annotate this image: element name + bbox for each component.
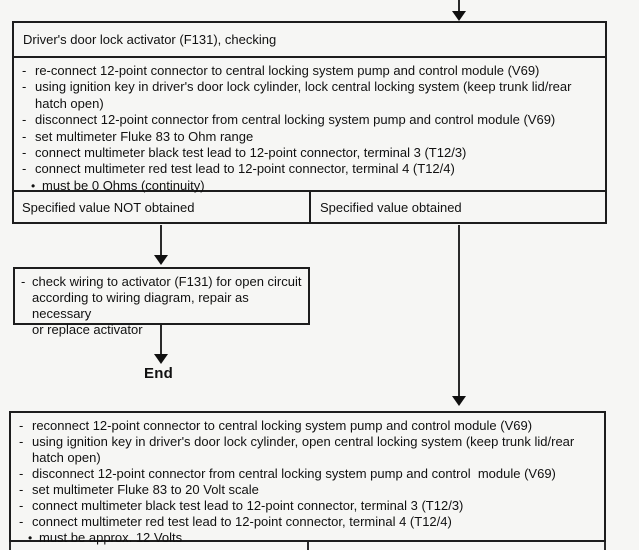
dash-marker: - [22,128,27,144]
dash-marker: - [19,434,24,449]
procedure-step-text: disconnect 12-point connector from centr… [32,466,556,481]
procedure-step: -connect multimeter red test lead to 12-… [22,161,597,177]
decision-label-obtained: Specified value obtained [320,199,462,215]
arrow-down-icon [154,354,168,364]
procedure-step: -using ignition key in driver's door loc… [19,434,596,466]
connector-line-top [458,0,460,12]
procedure-step: -reconnect 12-point connector to central… [19,418,596,434]
expected-result-text: must be approx. 12 Volts [39,530,183,545]
arrow-down-icon [154,255,168,265]
procedure-step: -set multimeter Fluke 83 to 20 Volt scal… [19,482,596,498]
connector-line-right-branch [458,225,460,397]
title-row: Driver's door lock activator (F131), che… [14,23,605,58]
procedure-list: -re-connect 12-point connector to centra… [22,63,597,178]
decision-cell-obtained: Specified value obtained [311,192,605,222]
procedure-step-text: connect multimeter red test lead to 12-p… [32,514,452,529]
dash-marker: - [22,161,27,177]
procedure-step: -connect multimeter black test lead to 1… [19,498,596,514]
decision-row: Specified value NOT obtained Specified v… [14,192,605,222]
procedure-step-text: using ignition key in driver's door lock… [35,79,572,111]
procedure-step-text: set multimeter Fluke 83 to 20 Volt scale [32,482,259,497]
procedure-step: -set multimeter Fluke 83 to Ohm range [22,129,597,145]
procedure-step: -disconnect 12-point connector from cent… [22,112,597,128]
expected-result: • must be approx. 12 Volts [28,530,596,546]
procedure-step-text: reconnect 12-point connector to central … [32,418,533,433]
repair-step-text: check wiring to activator (F131) for ope… [32,274,302,337]
continuity-procedure-cell: -re-connect 12-point connector to centra… [14,58,605,194]
dash-marker: - [21,274,26,289]
dash-marker: - [19,498,24,513]
dash-marker: - [19,482,24,497]
procedure-list: -reconnect 12-point connector to central… [19,418,596,530]
dash-marker: - [22,79,27,95]
arrow-down-icon [452,11,466,21]
procedure-step: -using ignition key in driver's door loc… [22,79,597,112]
procedure-step-text: re-connect 12-point connector to central… [35,63,540,78]
repair-action-box: - check wiring to activator (F131) for o… [13,267,310,337]
dash-marker: - [22,145,27,161]
decision-cell-not-obtained: Specified value NOT obtained [14,192,311,222]
procedure-step-text: set multimeter Fluke 83 to Ohm range [35,128,254,144]
dash-marker: - [22,63,27,78]
expected-result: • must be 0 Ohms (continuity) [31,178,597,194]
procedure-title: Driver's door lock activator (F131), che… [23,32,277,47]
procedure-step: -connect multimeter black test lead to 1… [22,145,597,161]
dash-marker: - [19,514,24,529]
next-row-divider [307,542,309,550]
bullet-marker: • [28,531,33,545]
next-row-right-border [604,542,606,550]
dash-marker: - [19,418,24,433]
end-terminator: End [144,365,173,382]
arrow-down-icon [452,396,466,406]
procedure-step-text: connect multimeter black test lead to 12… [32,498,464,513]
procedure-step-text: connect multimeter red test lead to 12-p… [35,161,455,177]
procedure-step: -connect multimeter red test lead to 12-… [19,514,596,530]
bullet-marker: • [31,178,36,193]
procedure-step-text: connect multimeter black test lead to 12… [35,145,467,161]
connector-line-to-end [160,325,162,355]
dash-marker: - [19,466,24,481]
procedure-step: -re-connect 12-point connector to centra… [22,63,597,79]
repair-step: - check wiring to activator (F131) for o… [21,274,304,338]
decision-label-not-obtained: Specified value NOT obtained [22,199,195,215]
dash-marker: - [22,112,27,128]
check-table: Driver's door lock activator (F131), che… [12,21,607,224]
connector-line-left-branch [160,225,162,256]
voltage-procedure-box: -reconnect 12-point connector to central… [9,411,606,545]
procedure-step-text: using ignition key in driver's door lock… [32,434,575,465]
procedure-step: -disconnect 12-point connector from cent… [19,466,596,482]
next-row-left-border [9,542,11,550]
expected-result-text: must be 0 Ohms (continuity) [42,177,205,193]
procedure-step-text: disconnect 12-point connector from centr… [35,112,556,128]
